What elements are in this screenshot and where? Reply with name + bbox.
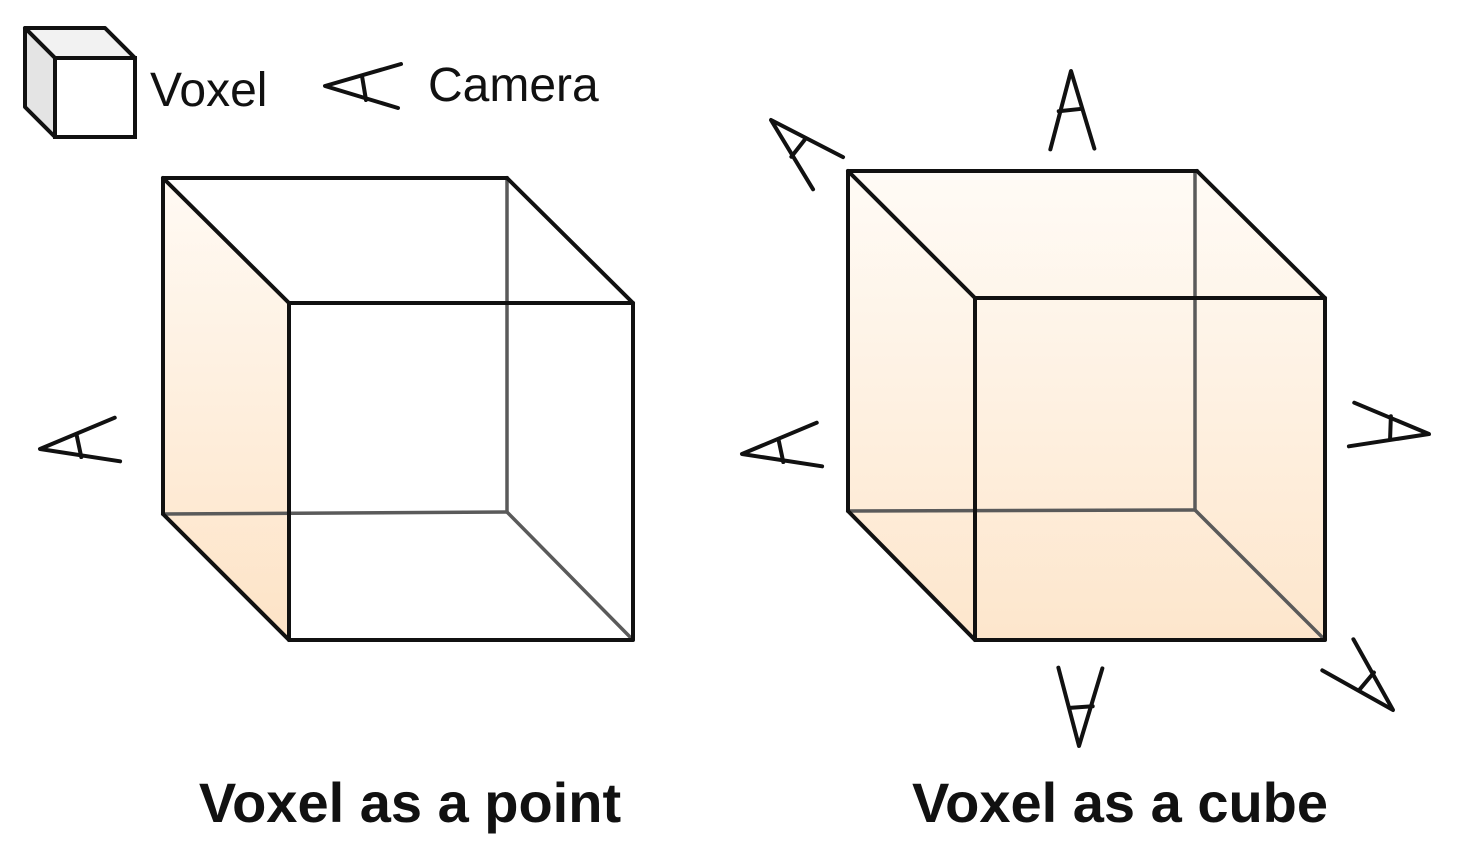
camera-left-icon	[35, 415, 123, 473]
panel-voxel-as-point: Voxel as a point	[35, 176, 635, 834]
legend: Voxel Camera	[23, 26, 599, 139]
caption-voxel-as-cube: Voxel as a cube	[912, 771, 1328, 834]
caption-voxel-as-point: Voxel as a point	[199, 771, 621, 834]
camera-top-left-icon	[753, 101, 846, 192]
camera-legend-label: Camera	[428, 59, 599, 112]
camera-top-icon	[1047, 68, 1097, 152]
shaded-left-face	[163, 178, 289, 640]
voxel-legend-label: Voxel	[150, 64, 267, 117]
camera-frustum-icon	[323, 62, 403, 110]
camera-right-icon	[1346, 400, 1434, 458]
camera-left-icon	[737, 420, 825, 478]
shaded-cube	[846, 169, 1327, 642]
wireframe-cube	[161, 176, 635, 642]
camera-bottom-right-icon	[1322, 639, 1408, 725]
panel-voxel-as-cube: Voxel as a cube	[737, 68, 1434, 834]
cube-icon	[23, 26, 137, 139]
camera-bottom-icon	[1055, 665, 1105, 749]
